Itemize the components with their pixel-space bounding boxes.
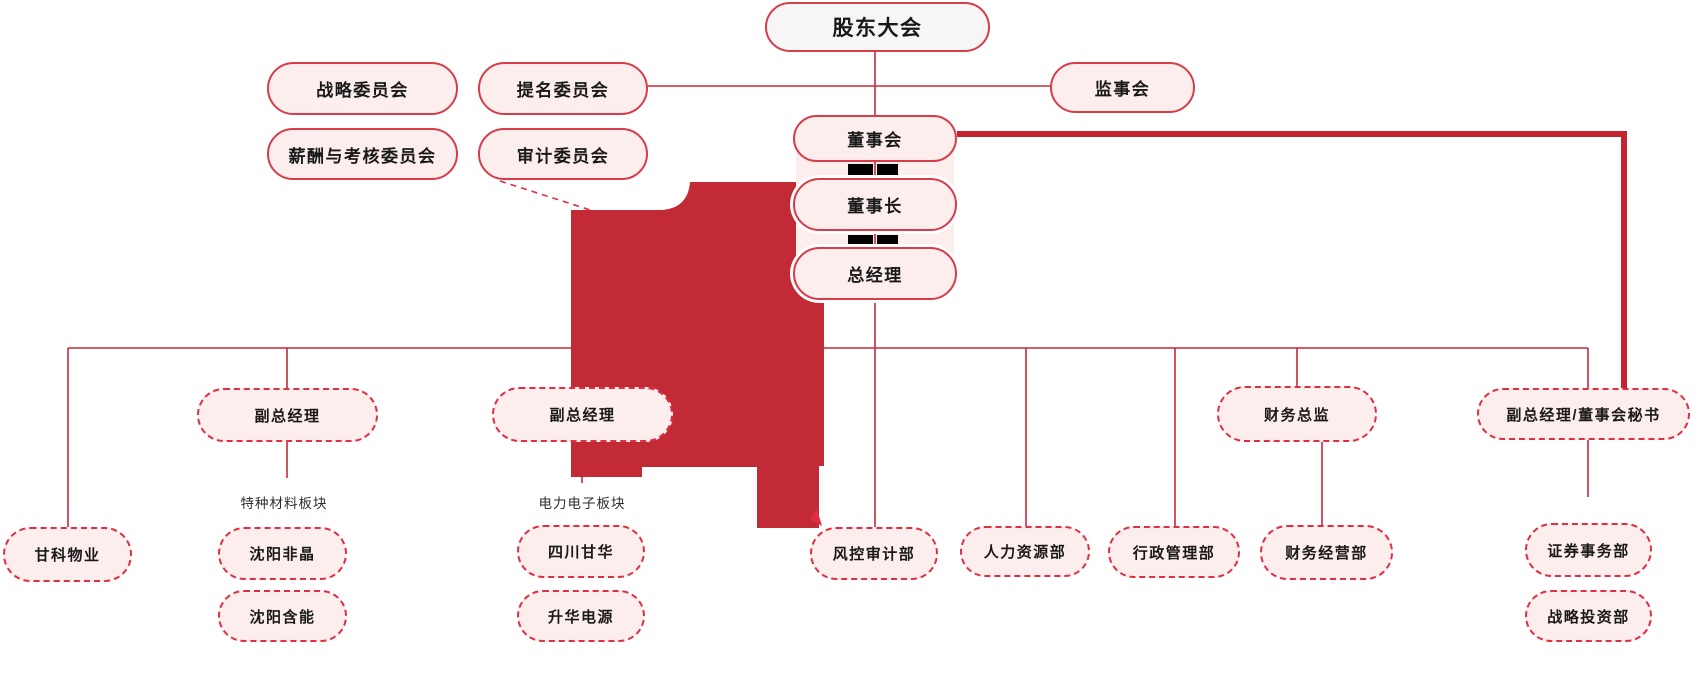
black-link-bars: [848, 164, 898, 248]
black-bar: [877, 235, 898, 248]
black-bar: [848, 235, 873, 248]
connector-drop-finance: [1296, 348, 1323, 525]
thick-board-connector: [957, 131, 1627, 388]
red-watermark-shape: [571, 182, 824, 528]
black-bar: [877, 164, 898, 178]
thin-connectors: [67, 52, 1589, 527]
audit-arrowhead-icon: [810, 509, 822, 526]
black-bar: [848, 164, 873, 178]
